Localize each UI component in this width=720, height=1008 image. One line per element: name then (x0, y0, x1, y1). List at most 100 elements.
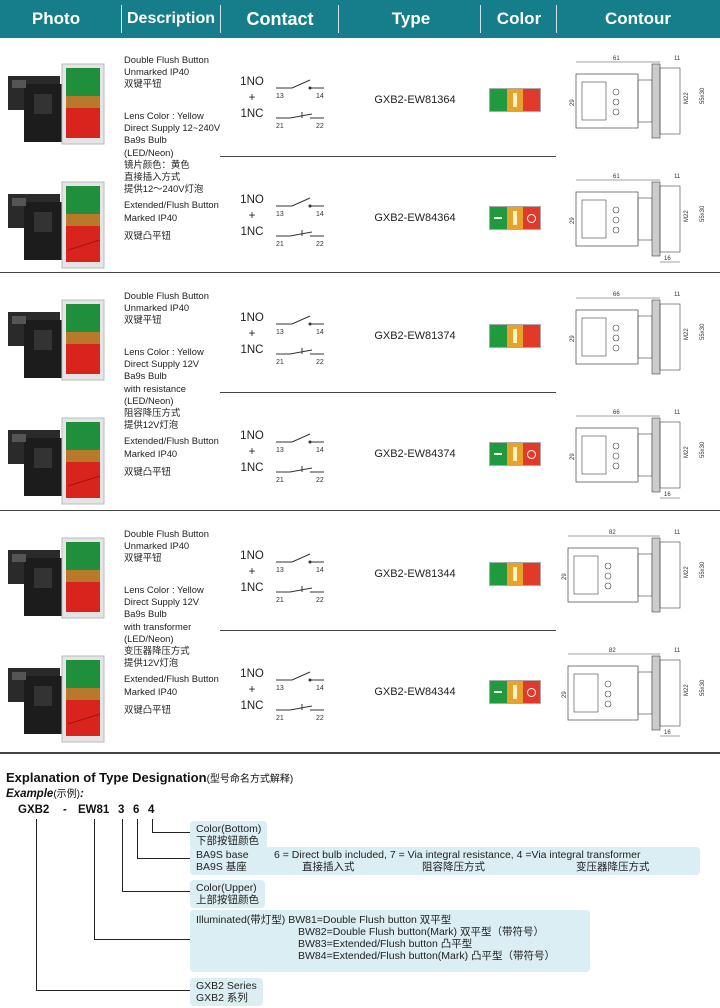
terminal-13: 13 (276, 211, 284, 218)
description-line: Ba9s Bulb (124, 370, 167, 382)
dim-55x30: 55x30 (700, 679, 706, 696)
dim-29: 29 (570, 453, 576, 460)
type-code: GXB2-EW81374 (374, 330, 456, 342)
description-line: Ba9s Bulb (124, 134, 167, 146)
color-swatch (489, 562, 541, 586)
description-line: 提供12V灯泡 (124, 419, 179, 431)
dim-length: 66 (613, 410, 620, 416)
description-line: Ba9s Bulb (124, 608, 167, 620)
terminal-13: 13 (276, 567, 284, 574)
description-line: (LED/Neon) (124, 146, 174, 158)
contour-drawing: 82 11 29 M22 55x30 (560, 524, 716, 624)
product-photo (4, 54, 112, 154)
terminal-14: 14 (316, 567, 324, 574)
description-line: 提供12V灯泡 (124, 657, 179, 669)
code-series: GXB2 (18, 804, 50, 816)
description-line: 双键平钮 (124, 314, 162, 326)
contact-no: 1NO (240, 668, 264, 680)
contact-nc: 1NC (240, 700, 264, 712)
contact-plus: + (248, 328, 256, 340)
contact-spec: 1NO+1NC (238, 310, 266, 358)
dim-length: 82 (609, 648, 616, 654)
description-line: Direct Supply 12V (124, 596, 200, 608)
type-code: GXB2-EW81364 (374, 94, 456, 106)
contour-drawing: 61 11 29 M22 55x30 16 (560, 168, 716, 268)
table-header: Photo Description Contact Type Color Con… (0, 0, 720, 38)
terminal-22: 22 (316, 359, 324, 366)
description-line: with transformer (124, 620, 192, 632)
dim-m22: M22 (684, 210, 690, 222)
description-line: 双键平钮 (124, 552, 162, 564)
description-line: 双键凸平钮 (124, 465, 171, 477)
product-photo (4, 408, 112, 508)
description-line: Marked IP40 (124, 447, 178, 459)
dim-29: 29 (570, 217, 576, 224)
contact-spec: 1NO+1NC (238, 428, 266, 476)
description-line: 双键凸平钮 (124, 229, 171, 241)
terminal-21: 21 (276, 597, 284, 604)
code-illuminated: EW81 (78, 804, 110, 816)
contact-no: 1NO (240, 194, 264, 206)
terminal-22: 22 (316, 715, 324, 722)
dim-m22: M22 (684, 684, 690, 696)
terminal-21: 21 (276, 241, 284, 248)
contact-symbol: 13 14 21 22 (274, 666, 330, 726)
contact-plus: + (248, 210, 256, 222)
description-line: 双键平钮 (124, 78, 162, 90)
type-code: GXB2-EW84344 (374, 686, 456, 698)
contour-drawing: 66 11 29 M22 55x30 16 (560, 404, 716, 504)
terminal-21: 21 (276, 359, 284, 366)
terminal-13: 13 (276, 685, 284, 692)
type-designation-explanation: Explanation of Type Designation(型号命名方式解释… (0, 752, 720, 1008)
dim-m22: M22 (684, 446, 690, 458)
color-swatch (489, 442, 541, 466)
description-line: 镜片颜色：黄色 (124, 158, 190, 170)
header-type: Type (391, 9, 431, 28)
contact-no: 1NO (240, 550, 264, 562)
dim-11: 11 (674, 56, 681, 62)
description-line: Unmarked IP40 (124, 66, 190, 78)
dim-length: 61 (613, 174, 620, 180)
contact-plus: + (248, 566, 256, 578)
color-swatch (489, 324, 541, 348)
dim-16: 16 (664, 492, 671, 498)
terminal-14: 14 (316, 685, 324, 692)
product-photo (4, 172, 112, 272)
contact-spec: 1NO +1NC (238, 548, 266, 596)
dim-55x30: 55x30 (700, 561, 706, 578)
product-photo (4, 646, 112, 746)
description-line: (LED/Neon) (124, 632, 174, 644)
item-divider (220, 156, 556, 157)
dim-55x30: 55x30 (700, 205, 706, 222)
header-photo: Photo (31, 9, 81, 28)
type-code: GXB2-EW84364 (374, 212, 456, 224)
product-photo (4, 290, 112, 390)
code-dash: - (63, 804, 67, 816)
color-swatch (489, 680, 541, 704)
section-divider (0, 752, 720, 754)
terminal-13: 13 (276, 329, 284, 336)
group-divider (0, 272, 720, 273)
contact-spec: 1NO +1NC (238, 666, 266, 714)
contact-nc: 1NC (240, 582, 264, 594)
terminal-22: 22 (316, 597, 324, 604)
description-line: (LED/Neon) (124, 394, 174, 406)
code-color-bottom: 4 (148, 804, 155, 816)
dim-29: 29 (562, 691, 568, 698)
description-line: Double Flush Button (124, 54, 209, 65)
dim-m22: M22 (684, 92, 690, 104)
example-label: Example(示例): (6, 788, 84, 800)
illuminated-box: Illuminated(带灯型) BW81=Double Flush butto… (190, 910, 590, 972)
contact-symbol: 13 14 21 22 (274, 192, 330, 252)
dim-11: 11 (674, 648, 681, 654)
description-line: Extended/Flush Button (124, 199, 219, 211)
contact-symbol: 13 14 21 22 (274, 428, 330, 488)
dim-length: 66 (613, 292, 620, 298)
contour-drawing: 61 11 29 M22 55x30 (560, 50, 716, 150)
description-line: Lens Color : Yellow (124, 584, 204, 595)
contact-plus: + (248, 684, 256, 696)
